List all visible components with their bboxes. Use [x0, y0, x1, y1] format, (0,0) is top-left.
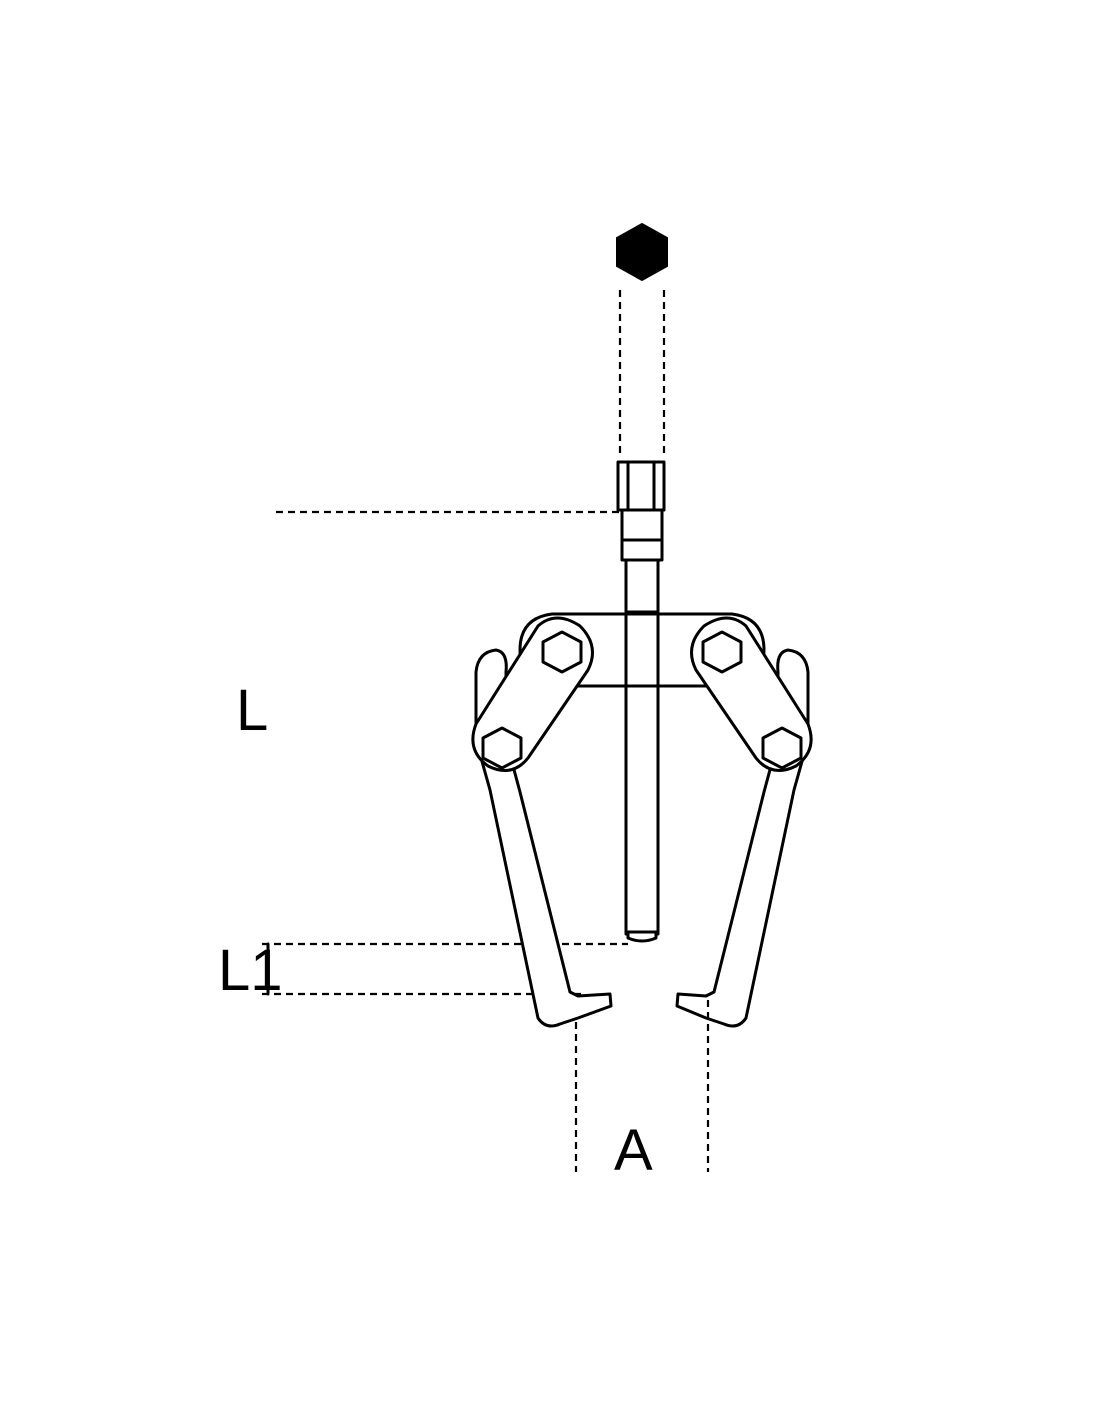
hex-bolt-icon: [541, 630, 583, 674]
dimension-label-l1: L1: [218, 938, 283, 1003]
dimension-label-a: A: [614, 1118, 653, 1183]
hex-bolt-icon: [701, 630, 743, 674]
spindle-extension-dashed: [618, 290, 666, 458]
hex-bolt-icon: [481, 726, 523, 770]
spindle-upper: [620, 508, 664, 614]
spindle-nut: [616, 460, 666, 512]
dimension-a-reference-lines: [574, 1000, 710, 1172]
hex-drive-head-icon: [616, 222, 668, 282]
dimension-l1-reference-lines: [262, 942, 628, 996]
left-jaw: [474, 648, 613, 1028]
right-jaw: [675, 648, 810, 1028]
pivot-bolts: [481, 630, 803, 770]
dimension-label-l: L: [236, 678, 268, 743]
hex-bolt-icon: [761, 726, 803, 770]
spindle-lower: [624, 678, 660, 943]
